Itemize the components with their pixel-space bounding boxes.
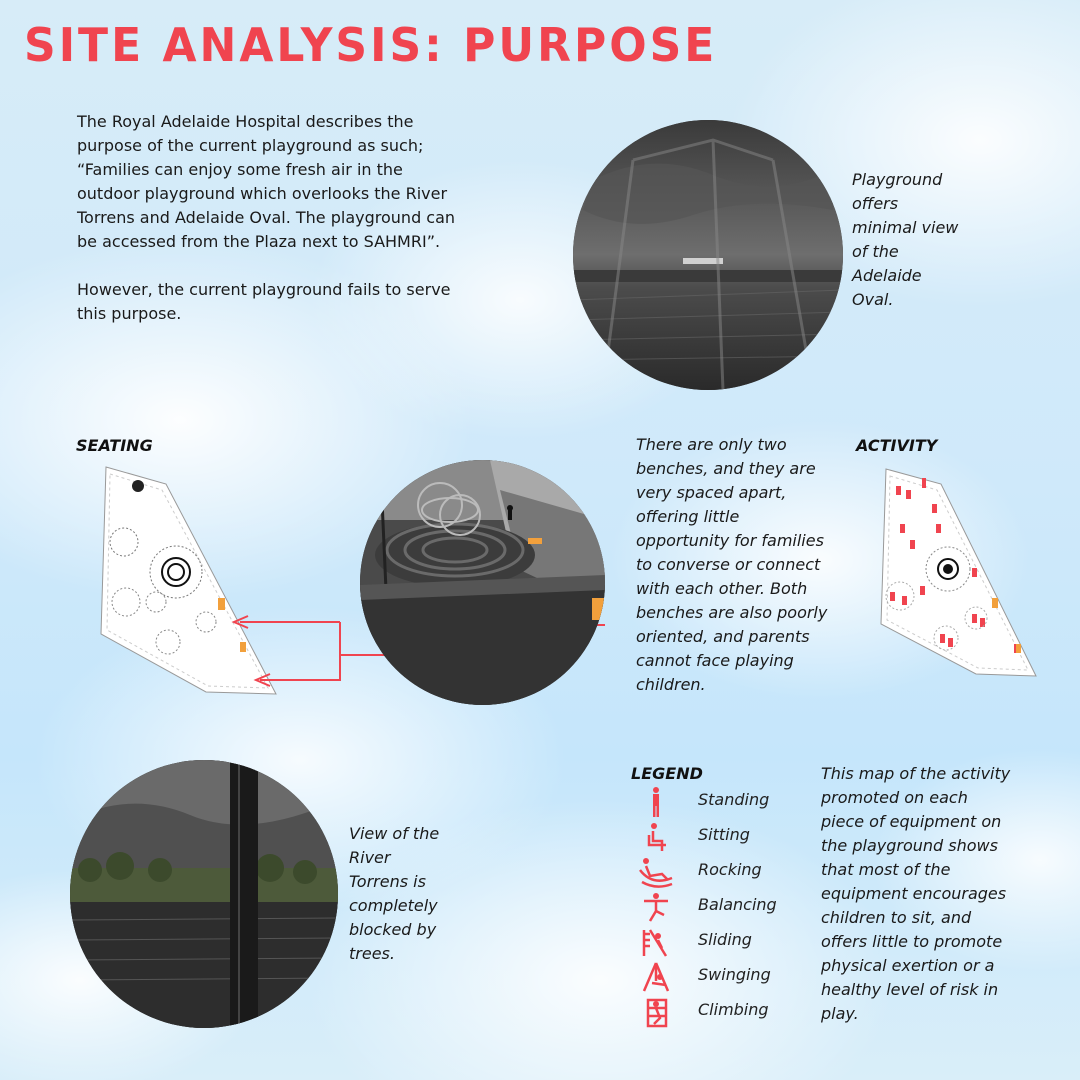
- intro-paragraph-2: However, the current playground fails to…: [77, 280, 451, 323]
- seating-heading: SEATING: [76, 436, 153, 455]
- sitting-icon: [647, 823, 666, 851]
- legend-item-balancing: Balancing: [636, 891, 796, 926]
- seating-site-plan: [100, 466, 277, 695]
- legend-item-sliding: Sliding: [636, 926, 796, 961]
- intro-text: The Royal Adelaide Hospital describes th…: [77, 110, 457, 326]
- activity-site-plan: [880, 468, 1037, 677]
- oval-view-caption: Playground offers minimal view of the Ad…: [852, 170, 959, 309]
- activity-map-caption: This map of the activity promoted on eac…: [821, 764, 1011, 1023]
- swinging-icon: [642, 962, 670, 992]
- sliding-icon: [642, 929, 668, 957]
- river-view-caption: View of the River Torrens is completely …: [349, 824, 440, 963]
- playground-photo: [360, 460, 605, 705]
- standing-icon: [653, 787, 659, 817]
- page-title: SITE ANALYSIS: PURPOSE: [24, 18, 718, 73]
- activity-heading: ACTIVITY: [856, 436, 938, 455]
- legend-item-sitting: Sitting: [636, 821, 796, 856]
- climbing-icon: [646, 998, 668, 1028]
- legend-item-standing: Standing: [636, 786, 796, 821]
- intro-paragraph-1: The Royal Adelaide Hospital describes th…: [77, 112, 456, 251]
- legend-label: Climbing: [698, 1000, 769, 1019]
- legend-label: Standing: [698, 790, 770, 809]
- seating-description: There are only two benches, and they are…: [636, 435, 828, 694]
- legend-label: Sitting: [698, 825, 750, 844]
- river-view-photo: [70, 760, 338, 1028]
- legend-item-rocking: Rocking: [636, 856, 796, 891]
- legend-label: Sliding: [698, 930, 752, 949]
- rocking-icon: [639, 858, 673, 888]
- legend-label: Swinging: [698, 965, 771, 984]
- oval-view-photo: [573, 120, 843, 390]
- balancing-icon: [644, 893, 668, 922]
- legend-label: Rocking: [698, 860, 762, 879]
- legend-list: Standing Sitting Rocking Balancing Slidi…: [636, 786, 796, 1031]
- legend-heading: LEGEND: [631, 764, 703, 783]
- legend-item-climbing: Climbing: [636, 996, 796, 1031]
- legend-item-swinging: Swinging: [636, 961, 796, 996]
- legend-label: Balancing: [698, 895, 777, 914]
